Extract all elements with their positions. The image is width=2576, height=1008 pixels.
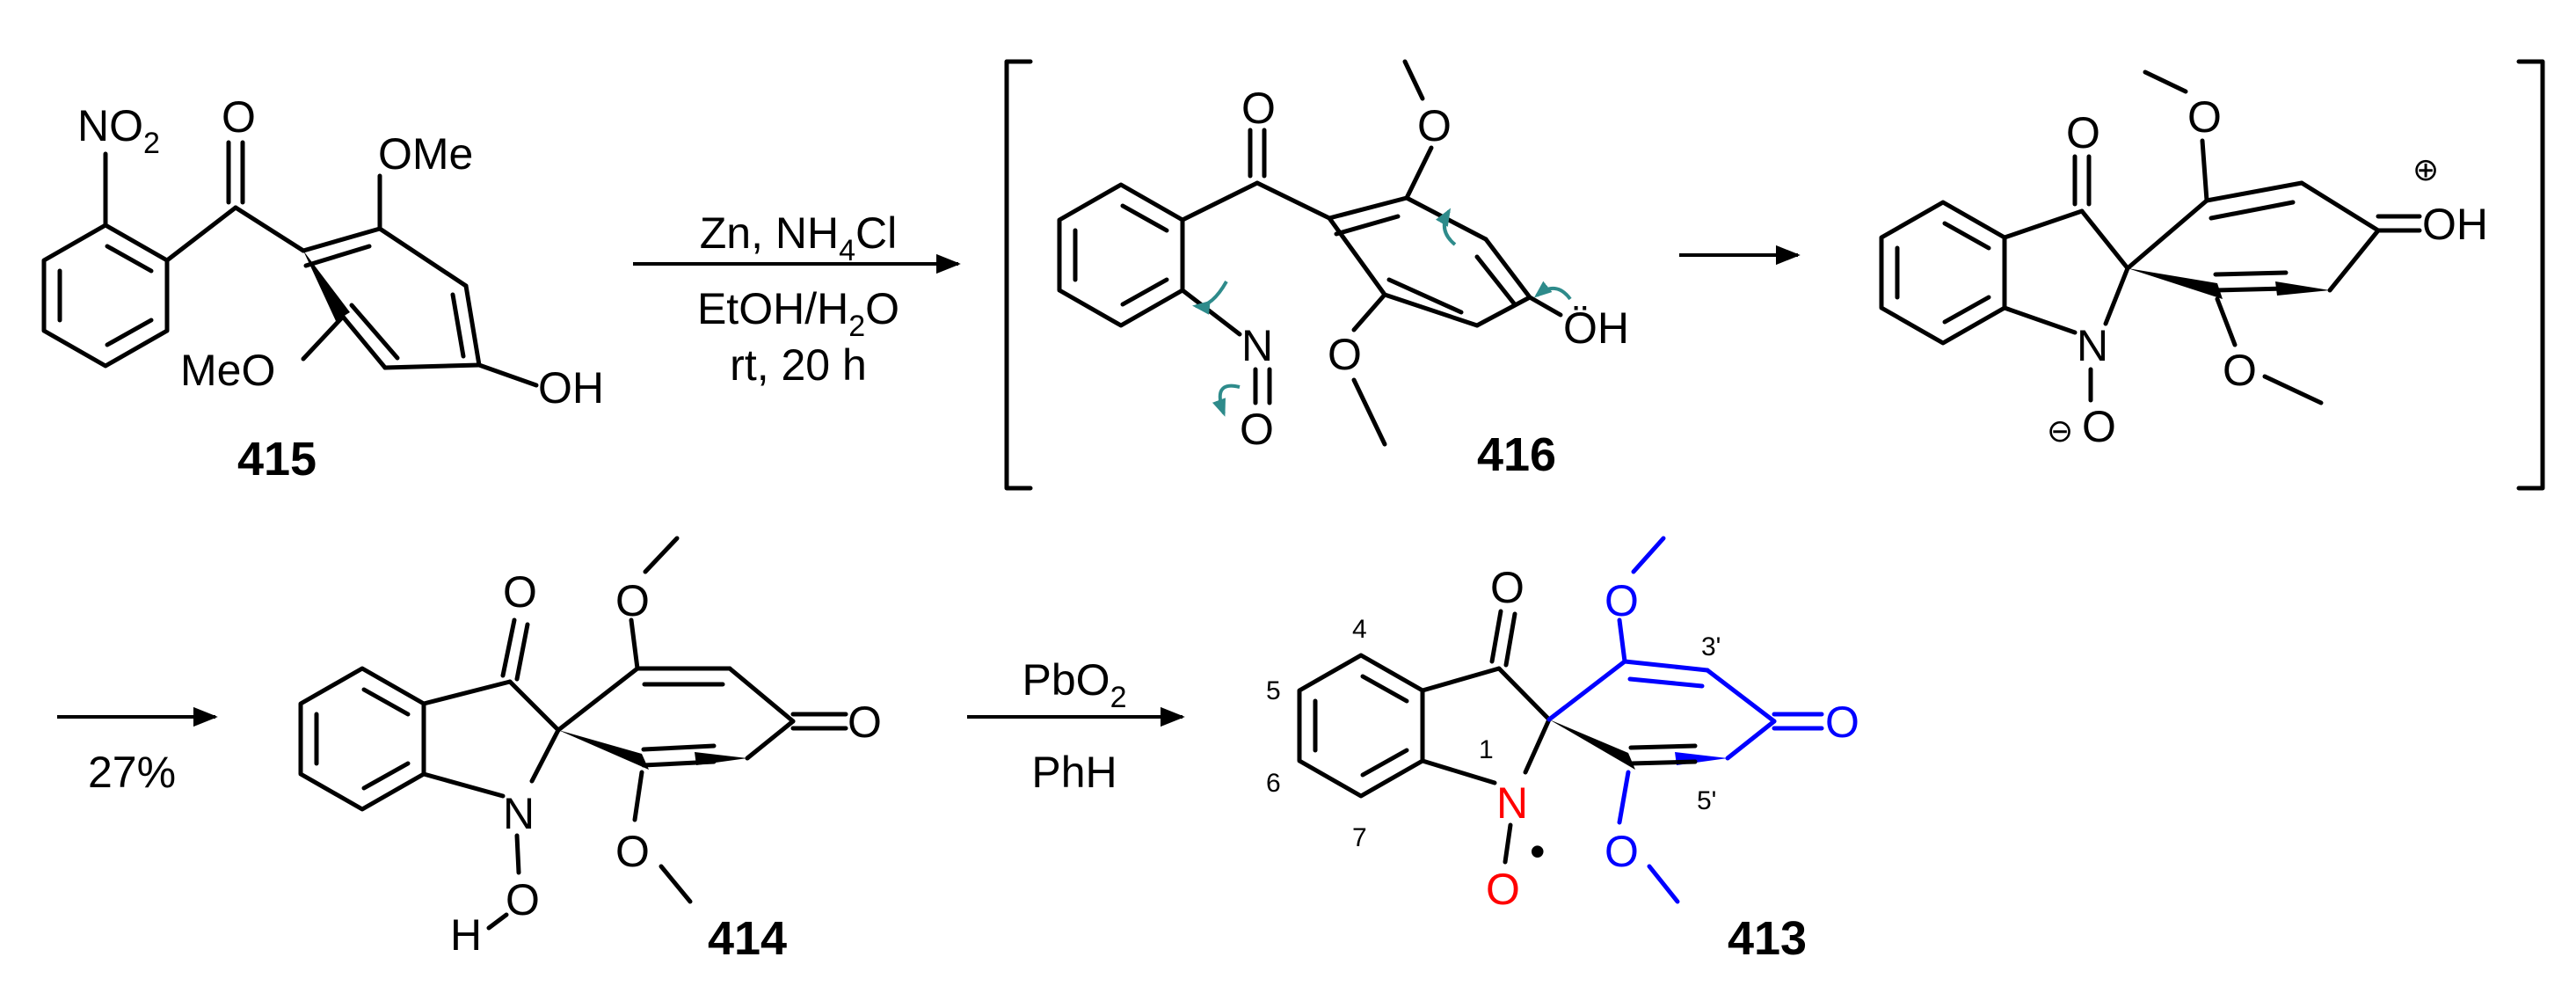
compound-415: NO2 O OMe MeO OH 415 [41,92,604,486]
benzo-ring [298,666,426,812]
compound-413: 4 5 6 7 O 1 N O • 3' 5' O [1266,536,1859,965]
cyclohexadienone-ring [556,666,796,770]
position-7: 7 [1352,823,1367,852]
atom-ome-bottom: MeO [180,346,275,395]
conditions-rt-20h: rt, 20 h [730,340,867,390]
atom-hydroxyl-o: O [506,875,540,924]
atom-hydrogen: H [450,910,482,960]
reagent-zn-nh4cl: Zn, NH4Cl [700,208,898,267]
atom-ketone-o: O [503,567,537,617]
solvent-phh: PhH [1031,748,1117,797]
atom-n-oxide-o: O [2082,402,2116,451]
reaction-arrow-step1: Zn, NH4Cl EtOH/H2O rt, 20 h [633,208,961,390]
atom-methoxy-o-bottom: O [2223,346,2257,395]
nitrophenyl-ring [41,223,170,369]
atom-quinone-o: O [1825,698,1859,747]
atom-methoxy-o-bottom: O [615,827,650,876]
atom-quinone-o: O [848,698,882,747]
atom-ketone-o: O [1241,84,1276,133]
atom-nitrogen: N [2077,321,2108,370]
atom-methoxy-o-top: O [1605,576,1639,625]
atom-ketone-o: O [2066,108,2100,157]
position-1: 1 [1479,735,1494,764]
atom-oxonium-oh: OH [2422,200,2488,249]
compound-label-416: 416 [1477,428,1556,481]
atom-hydroxyl: ÖH [1563,303,1629,353]
compound-label-413: 413 [1728,912,1807,965]
reaction-arrow-step4: PbO2 PhH [967,655,1185,797]
compound-416: O N O O O ÖH 416 [1057,59,1629,481]
atom-nitroso-n: N [1241,321,1273,370]
position-4: 4 [1352,615,1367,644]
atom-methoxy-o-bottom: O [1605,827,1639,876]
atom-methoxy-o-top: O [2187,92,2222,142]
reagent-pbo2: PbO2 [1022,655,1127,714]
position-5-prime: 5' [1697,786,1716,815]
spiro-intermediate: O N ⊖ O O OH ⊕ O [1879,69,2488,451]
position-5: 5 [1266,676,1281,705]
nitrosophenyl-ring [1057,182,1185,328]
atom-methoxy-o-bottom: O [1328,330,1362,379]
atom-nitrogen: N [1496,778,1528,828]
atom-nitroxide-o: O [1486,865,1520,914]
atom-oh: OH [538,363,604,413]
hydroxy-dimethoxyphenyl-ring [1327,195,1532,328]
curly-arrows [1192,208,1572,417]
atom-nitroso-o: O [1240,405,1274,454]
benzo-ring [1297,653,1425,799]
position-6: 6 [1266,769,1281,798]
compound-414: O N O H O O O 414 [298,536,882,965]
quinone-ring [1546,659,1777,770]
yield-27-percent: 27% [88,748,176,797]
compound-label-414: 414 [708,912,787,965]
atom-nitrogen: N [503,789,535,838]
intermediate-bracket [1004,59,2545,491]
benzo-ring [1879,200,2007,346]
atom-methoxy-o-top: O [1417,101,1452,150]
plus-charge: ⊕ [2412,151,2439,187]
atom-ome-top: OMe [378,129,473,179]
radical-dot: • [1530,827,1546,876]
cyclohexadienone-ring [2125,180,2381,299]
atom-methoxy-o-top: O [615,576,650,625]
bond-aryl-carbonyl [164,205,238,263]
minus-charge: ⊖ [2047,413,2073,449]
compound-label-415: 415 [237,433,317,486]
solvent-etoh-h2o: EtOH/H2O [697,284,899,343]
hydroxy-dimethoxyphenyl-ring [301,226,482,370]
reaction-arrow-step3: 27% [57,706,218,797]
position-3-prime: 3' [1701,632,1721,661]
atom-ketone-o: O [222,92,256,142]
atom-no2-n: NO2 [77,101,160,160]
atom-ketone-o: O [1490,563,1524,612]
